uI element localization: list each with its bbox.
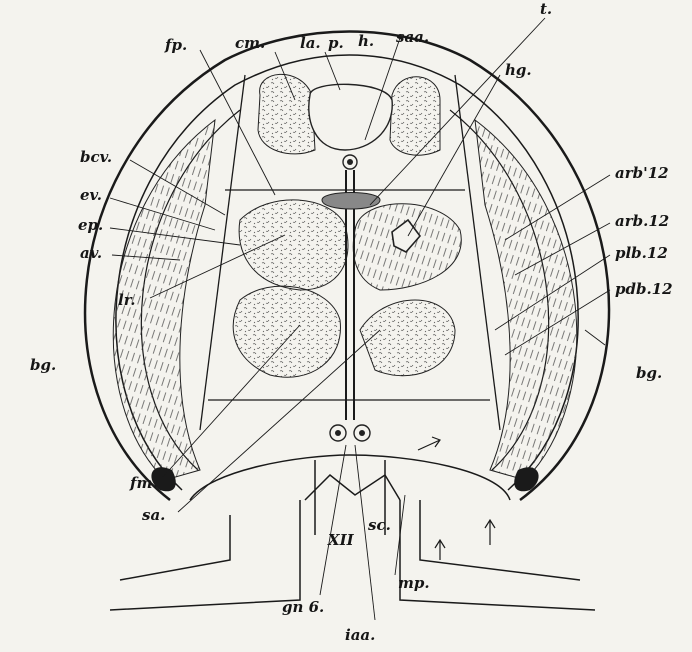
- label-p: p.: [328, 34, 344, 52]
- label-bg-right: bg.: [636, 364, 662, 382]
- label-bg-left: bg.: [30, 356, 56, 374]
- label-iaa: iaa.: [345, 626, 375, 644]
- label-bcv: bcv.: [80, 148, 112, 166]
- label-lr: lr.: [118, 291, 135, 309]
- label-av: av.: [80, 244, 102, 262]
- label-fp: fp.: [164, 36, 187, 54]
- label-saa: saa.: [396, 28, 429, 46]
- label-h: h.: [358, 32, 374, 50]
- label-arb12-prime: arb'12: [615, 164, 669, 182]
- right-muscle-mass: [475, 120, 577, 491]
- label-fm: fm.: [129, 474, 158, 492]
- label-hg: hg.: [505, 61, 532, 79]
- label-gn6: gn 6.: [282, 598, 324, 616]
- label-ep: ep.: [78, 216, 103, 234]
- label-XII: XII: [327, 531, 355, 549]
- label-mp: mp.: [398, 574, 430, 592]
- label-sa: sa.: [142, 506, 165, 524]
- label-cm: cm.: [235, 34, 265, 52]
- label-la: la.: [300, 34, 321, 52]
- flow-arrows: [418, 437, 495, 560]
- label-arb12: arb.12: [615, 212, 669, 230]
- label-plb12: plb.12: [615, 244, 668, 262]
- label-sc: sc.: [368, 516, 391, 534]
- label-pdb12: pdb.12: [615, 280, 673, 298]
- label-ev: ev.: [80, 186, 102, 204]
- label-t: t.: [540, 0, 552, 18]
